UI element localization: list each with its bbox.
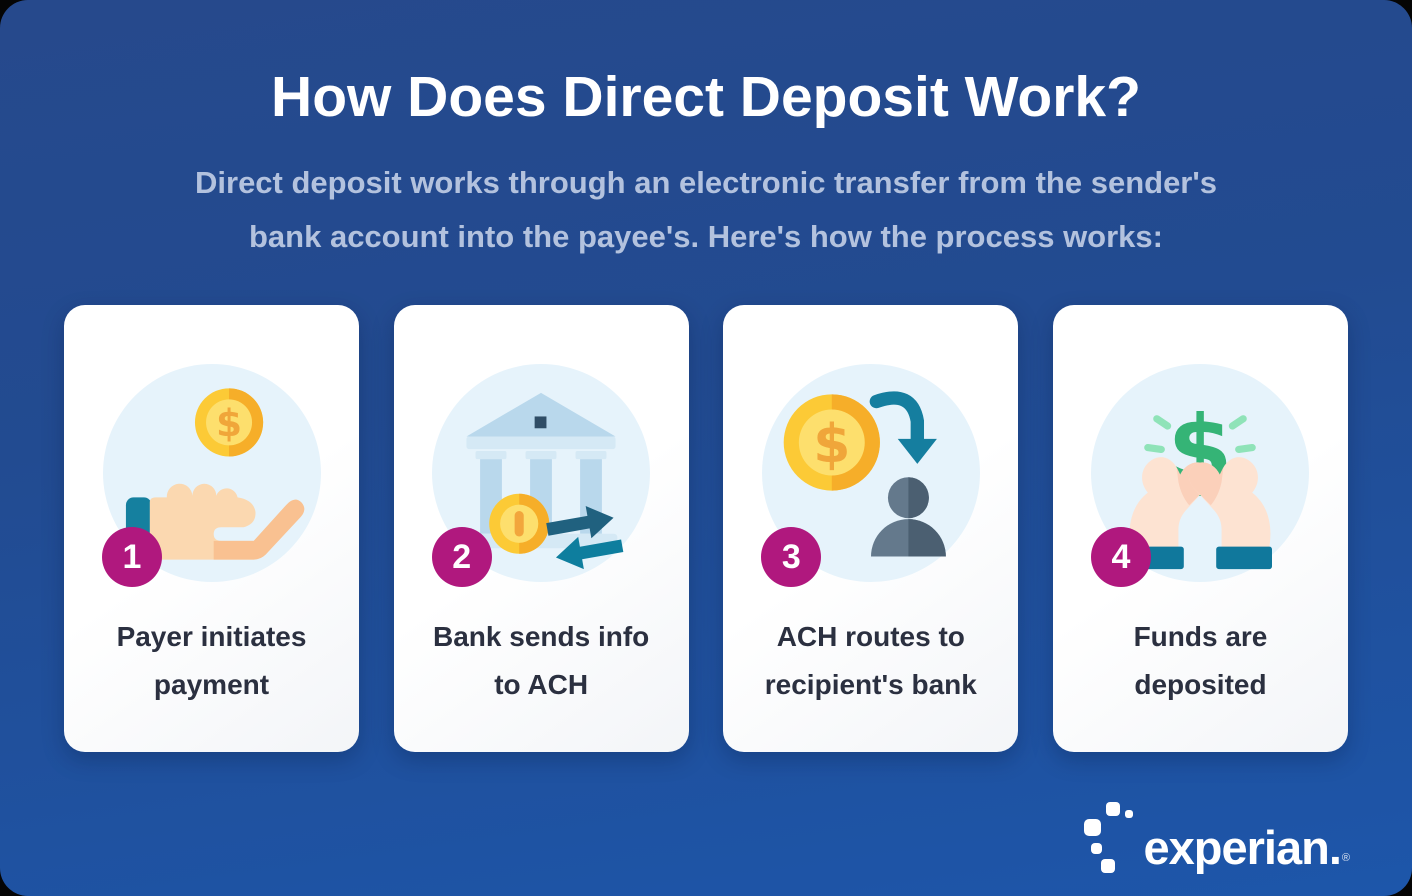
- experian-wordmark: experian.: [1143, 821, 1342, 874]
- subtitle: Direct deposit works through an electron…: [0, 156, 1412, 264]
- step-label-line-2: deposited: [1134, 669, 1267, 700]
- step-number-badge: 3: [761, 527, 822, 587]
- step-label: Funds are deposited: [1053, 613, 1348, 709]
- subtitle-line-1: Direct deposit works through an electron…: [195, 165, 1217, 200]
- step-label-line-1: ACH routes to: [776, 621, 965, 652]
- svg-text:$: $: [215, 401, 241, 445]
- step-number-badge: 1: [102, 527, 162, 587]
- step-label: ACH routes to recipient's bank: [723, 613, 1018, 709]
- registered-trademark: ®: [1341, 852, 1350, 864]
- step-label-line-2: payment: [153, 669, 270, 700]
- svg-text:$: $: [813, 412, 850, 475]
- coin-to-person-icon: $: [773, 373, 969, 574]
- step-card-4: $: [1052, 305, 1348, 752]
- experian-blocks-icon: [1083, 802, 1142, 876]
- subtitle-line-2: bank account into the payee's. Here's ho…: [248, 219, 1163, 254]
- steps-row: $ 1 Payer initiates payment: [0, 305, 1412, 752]
- icon-circle: $: [761, 364, 980, 582]
- step-card-3: $ 3 ACH routes to recipient's bank: [723, 305, 1019, 752]
- step-label-line-2: to ACH: [494, 669, 589, 700]
- page-title: How Does Direct Deposit Work?: [271, 65, 1141, 129]
- step-label-line-1: Funds are: [1133, 621, 1268, 652]
- step-card-2: 2 Bank sends info to ACH: [393, 305, 689, 752]
- step-label: Payer initiates payment: [64, 613, 359, 709]
- step-label: Bank sends info to ACH: [394, 613, 689, 709]
- step-label-line-1: Payer initiates: [116, 621, 307, 652]
- bank-transfer-icon: [441, 371, 641, 576]
- experian-logo: experian. ®: [1083, 802, 1350, 876]
- step-card-1: $ 1 Payer initiates payment: [64, 305, 359, 752]
- step-label-line-2: recipient's bank: [764, 669, 977, 700]
- step-number-badge: 2: [431, 527, 492, 587]
- step-label-line-1: Bank sends info: [433, 621, 650, 652]
- step-number-badge: 4: [1090, 527, 1151, 587]
